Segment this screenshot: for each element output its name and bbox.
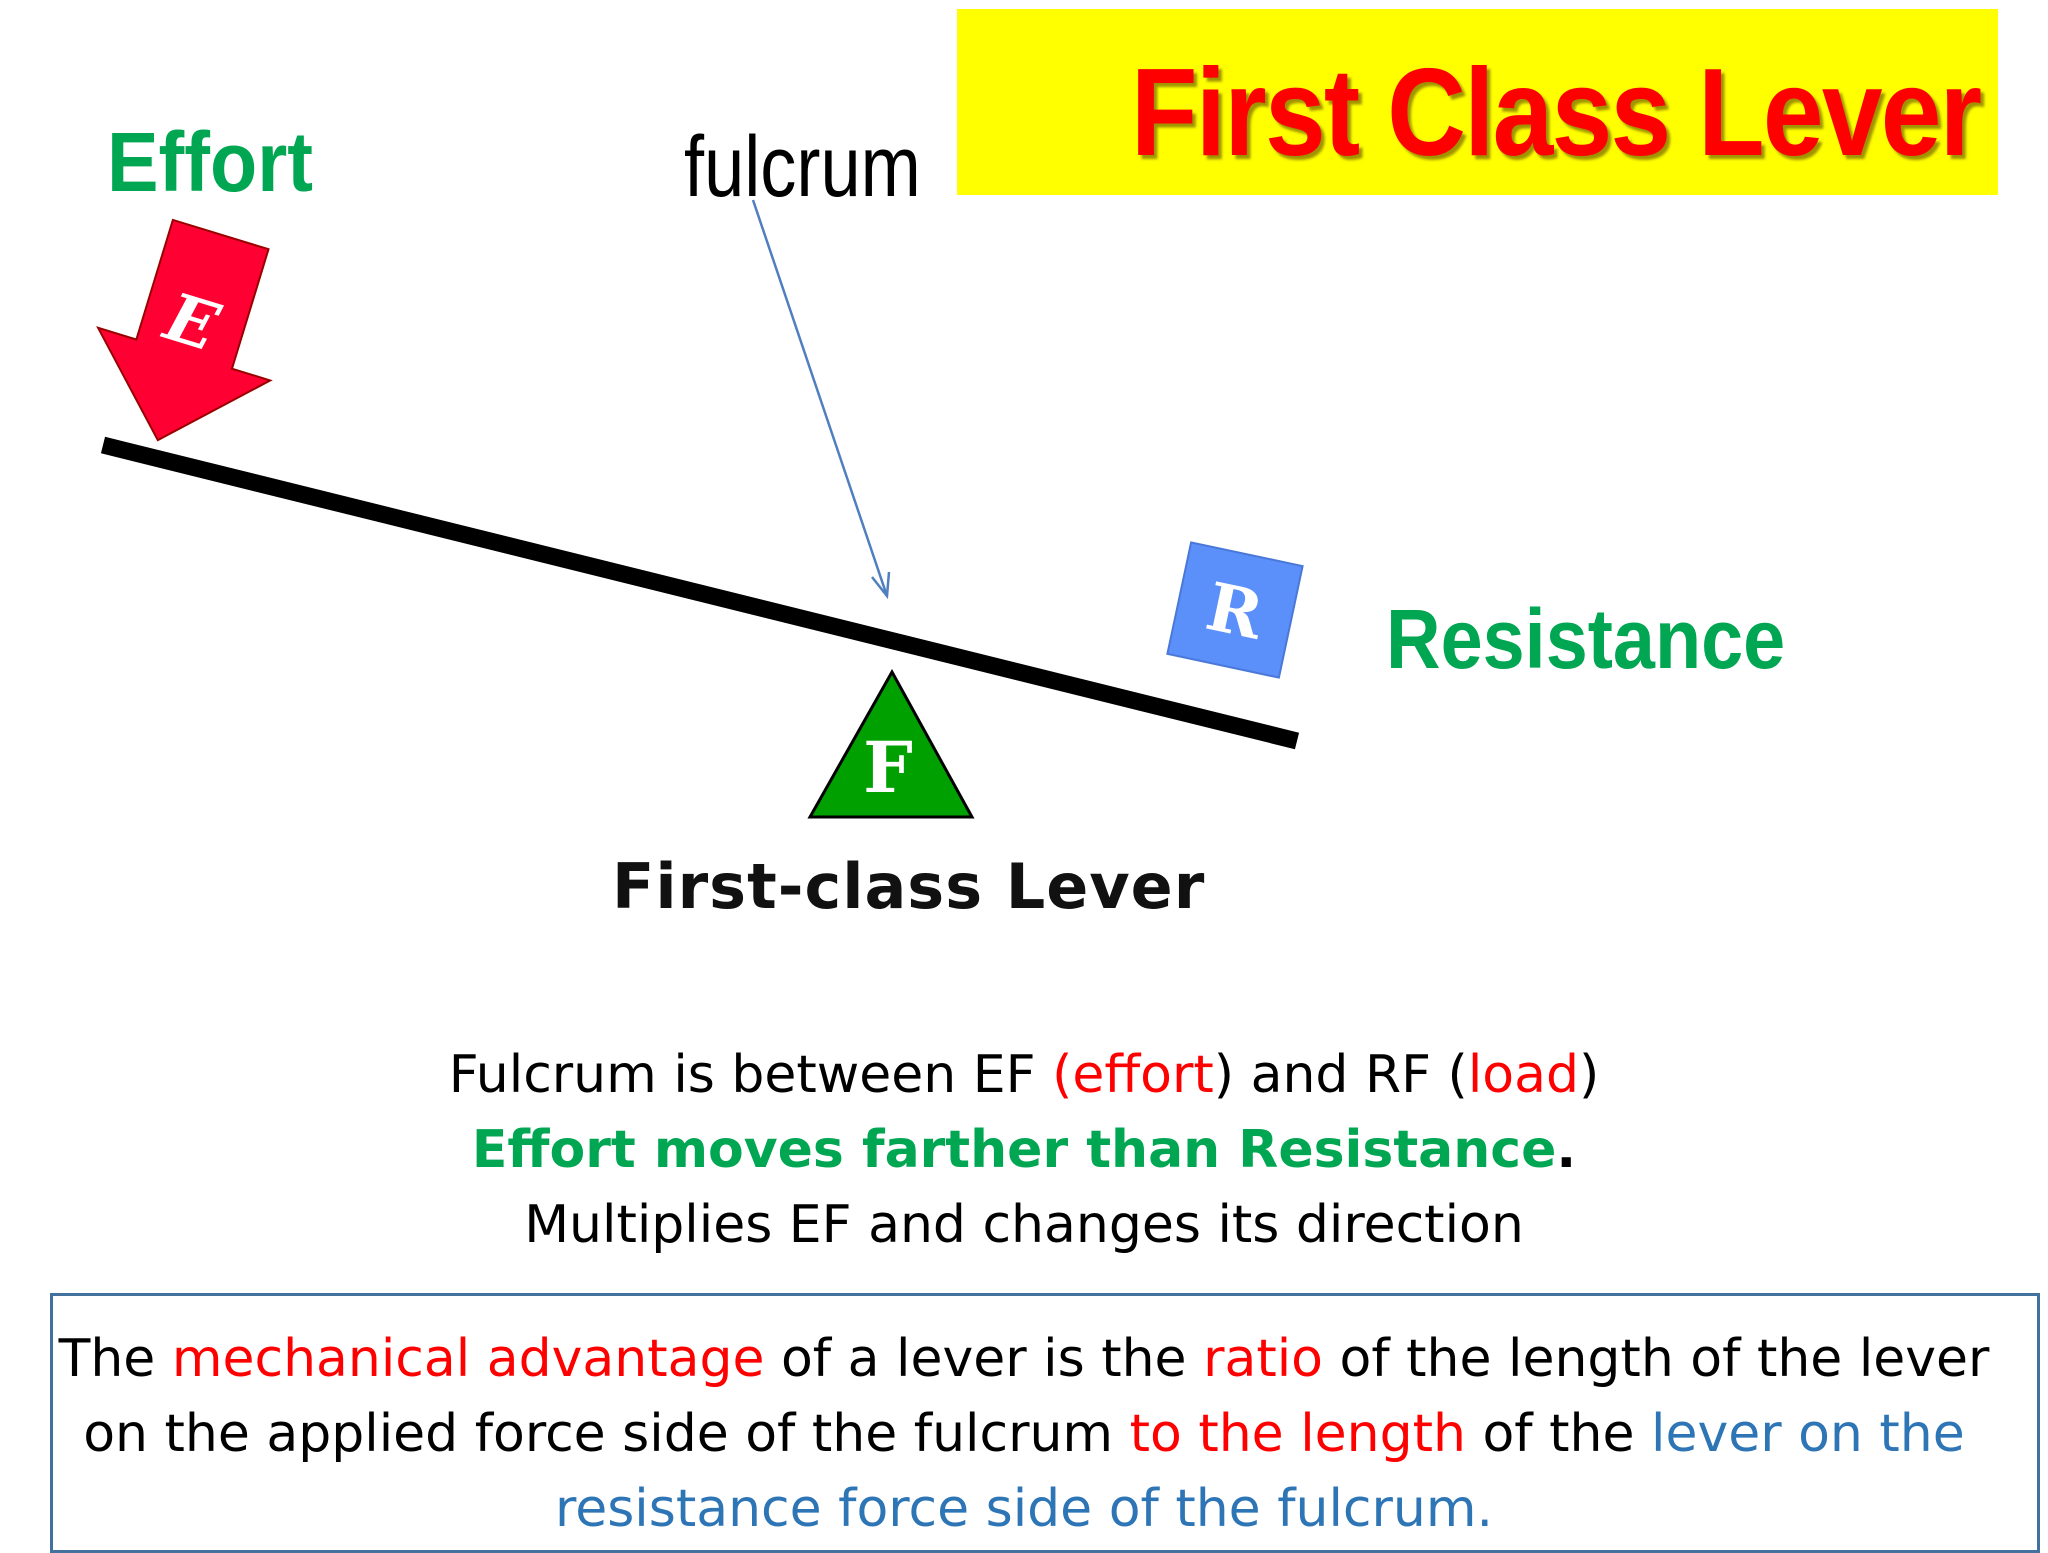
definition-line-1: The mechanical advantage of a lever is t… [58,1329,1990,1389]
description-line-2: Effort moves farther than Resistance. [471,1120,1577,1180]
title-banner: First Class Lever [957,9,1998,195]
lever-description: Fulcrum is between EF (effort) and RF (l… [0,1038,2048,1263]
fulcrum-label: fulcrum [684,119,921,215]
description-line-1: Fulcrum is between EF (effort) and RF (l… [448,1045,1600,1105]
fulcrum-pointer-line [751,199,889,597]
description-line-3: Multiplies EF and changes its direction [524,1195,1524,1255]
diagram-caption: First-class Lever [612,850,1206,923]
definition-line-3: resistance force side of the fulcrum. [554,1479,1494,1539]
resistance-box-icon: R [1166,541,1304,679]
fulcrum-pointer-arrowhead [871,571,891,600]
lever-diagram: E R F [96,199,1304,819]
effort-arrow-icon: E [96,218,273,442]
resistance-label: Resistance [1386,592,1786,686]
definition-line-2: on the applied force side of the fulcrum… [83,1404,1965,1464]
slide-title: First Class Lever [1130,44,1981,182]
fulcrum-triangle-icon: F [807,668,975,819]
effort-label: Effort [107,115,314,209]
lever-bar [100,436,1300,750]
fulcrum-triangle-letter: F [863,726,913,809]
mechanical-advantage-definition: The mechanical advantage of a lever is t… [0,1322,2048,1547]
